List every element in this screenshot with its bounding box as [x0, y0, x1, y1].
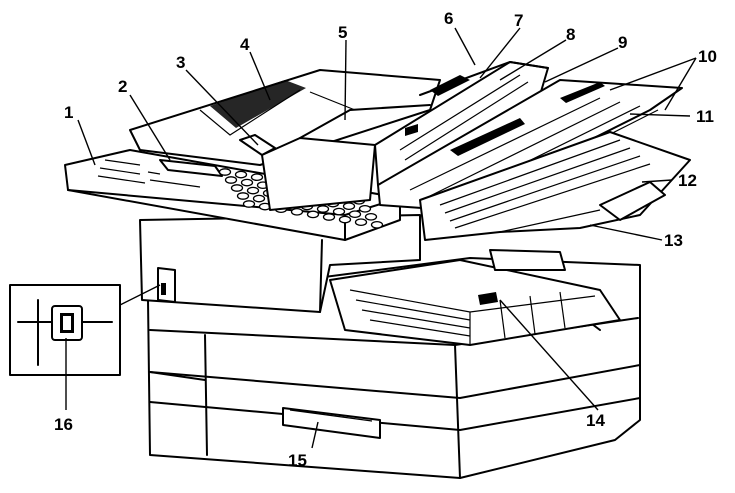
- keypad-key: [250, 173, 264, 182]
- keypad-key: [234, 170, 248, 179]
- callout-8: 8: [566, 25, 575, 44]
- keypad-key: [342, 202, 356, 211]
- panel-keys-left: [97, 159, 201, 188]
- leader-lines: [65, 27, 697, 449]
- keypad-key: [348, 210, 362, 219]
- callout-15: 15: [288, 451, 307, 470]
- keypad-key: [240, 178, 254, 187]
- top-cover: [129, 69, 441, 211]
- keypad-key: [246, 186, 260, 195]
- keypad-key: [322, 213, 336, 221]
- callout-4: 4: [240, 35, 250, 54]
- callout-labels: 1 2 3 4 5 6 7 8 9 10 11 12 13 14 15 16: [54, 9, 717, 470]
- callout-2: 2: [118, 77, 127, 96]
- keypad-key: [316, 205, 330, 213]
- keypad-key: [224, 176, 238, 184]
- keypad-key: [332, 207, 346, 216]
- callout-5: 5: [338, 23, 347, 42]
- callout-16: 16: [54, 415, 73, 434]
- main-housing: [139, 214, 421, 313]
- keypad-key: [364, 212, 378, 221]
- keypad-key: [306, 210, 320, 219]
- callout-3: 3: [176, 53, 185, 72]
- callout-10: 10: [698, 47, 717, 66]
- output-tray: [329, 249, 621, 346]
- keypad-key: [230, 184, 244, 192]
- callout-9: 9: [618, 33, 627, 52]
- keypad-key: [338, 215, 352, 224]
- callout-14: 14: [586, 411, 605, 430]
- callout-6: 6: [444, 9, 453, 28]
- callout-1: 1: [64, 103, 73, 122]
- keypad-key: [242, 200, 256, 208]
- keypad-key: [370, 220, 384, 229]
- power-switch-inset: [9, 284, 161, 376]
- keypad-key: [236, 192, 250, 200]
- callout-7: 7: [514, 11, 523, 30]
- keypad-key: [354, 218, 368, 227]
- cassette-handle: [282, 407, 381, 439]
- keypad-key: [218, 168, 232, 176]
- keypad-key: [358, 204, 372, 213]
- receiving-tray: [419, 131, 691, 241]
- keypad-key: [290, 207, 304, 216]
- document-hopper: [374, 61, 549, 191]
- callout-12: 12: [678, 171, 697, 190]
- callout-11: 11: [696, 107, 714, 126]
- keypad-key: [252, 194, 266, 203]
- callout-13: 13: [664, 231, 683, 250]
